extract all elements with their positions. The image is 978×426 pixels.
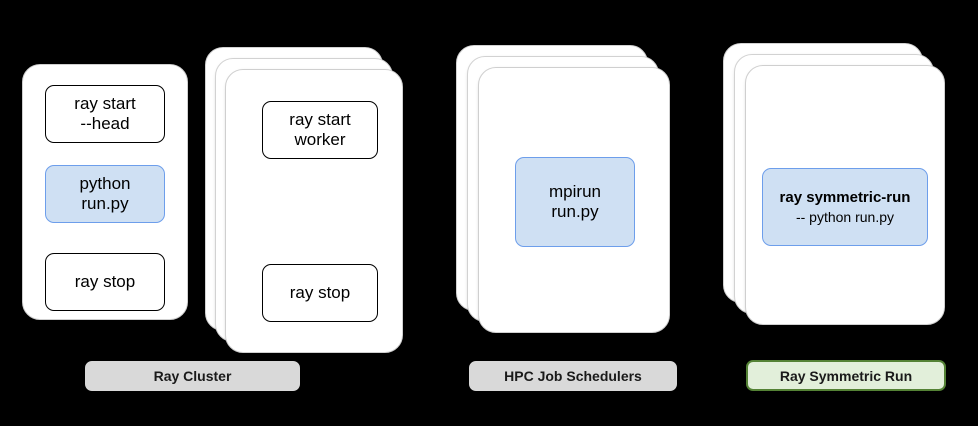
command-line-1: ray stop [74, 271, 136, 291]
command-line-1: ray stop [289, 282, 351, 302]
command-line-1: ray start [74, 93, 136, 113]
command-line-1: ray start [289, 109, 351, 129]
command-box-ray-stop-worker[interactable]: ray stop [262, 264, 378, 322]
command-box-python-run-py[interactable]: python run.py [45, 165, 165, 223]
command-box-mpirun-run-py[interactable]: mpirun run.py [515, 157, 635, 247]
command-box-ray-start-worker[interactable]: ray start worker [262, 101, 378, 159]
group-label-text: Ray Cluster [153, 368, 232, 384]
command-line-2: --head [80, 114, 130, 133]
group-label-ray-symmetric-run: Ray Symmetric Run [746, 360, 946, 391]
group-label-ray-cluster: Ray Cluster [85, 361, 300, 391]
command-line-1: mpirun [549, 181, 601, 201]
command-line-1: ray symmetric-run [779, 188, 911, 206]
command-line-2: worker [294, 130, 346, 149]
group-label-text: HPC Job Schedulers [504, 368, 642, 384]
command-line-2: run.py [81, 194, 129, 213]
command-line-2: -- python run.py [795, 208, 895, 225]
command-line-2: run.py [551, 202, 599, 221]
command-box-ray-start-head[interactable]: ray start --head [45, 85, 165, 143]
command-line-1: python [79, 173, 131, 193]
group-label-text: Ray Symmetric Run [779, 367, 913, 384]
group-label-hpc-job-schedulers: HPC Job Schedulers [469, 361, 677, 391]
command-box-ray-stop-head[interactable]: ray stop [45, 253, 165, 311]
command-box-ray-symmetric-run[interactable]: ray symmetric-run -- python run.py [762, 168, 928, 246]
